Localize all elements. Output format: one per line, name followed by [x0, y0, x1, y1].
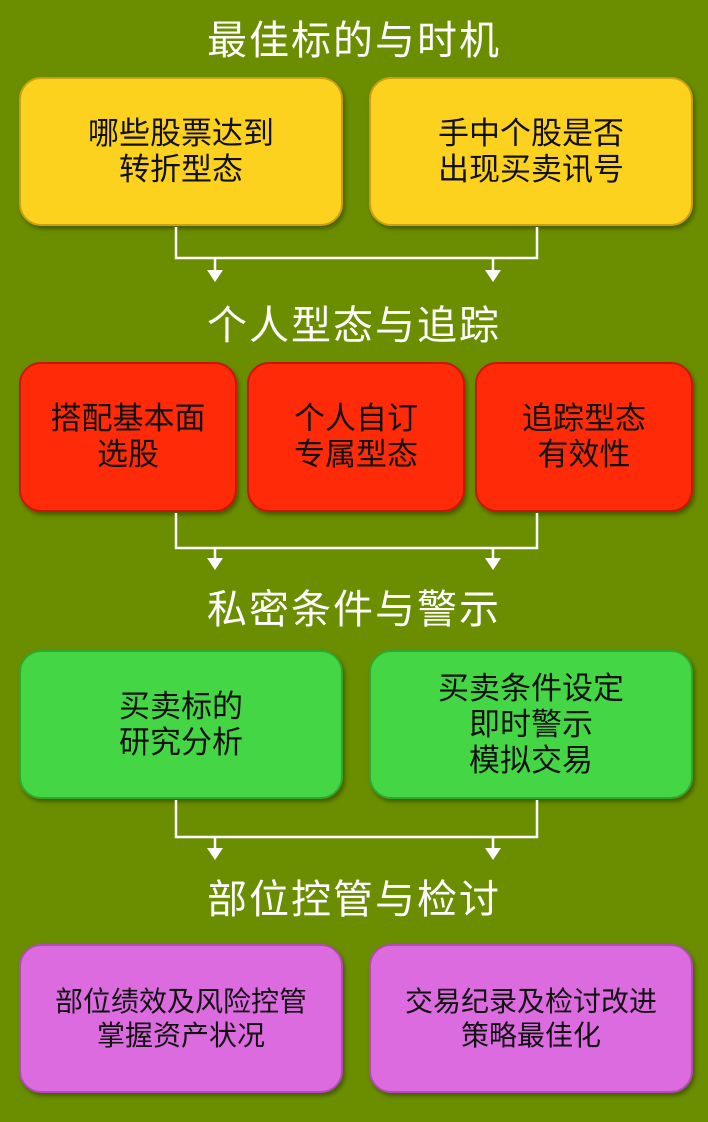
box-target-research: 买卖标的 研究分析 [19, 650, 343, 799]
box-line: 交易纪录及检讨改进 [404, 984, 657, 1018]
box-line: 出现买卖讯号 [438, 151, 624, 188]
connector-3 [174, 800, 539, 839]
box-line: 部位绩效及风险控管 [54, 984, 307, 1018]
box-trade-review: 交易纪录及检讨改进 策略最佳化 [369, 944, 693, 1093]
box-custom-pattern: 个人自订 专属型态 [247, 362, 465, 512]
box-line: 研究分析 [119, 724, 243, 761]
box-line: 掌握资产状况 [96, 1018, 265, 1052]
box-line: 搭配基本面 [50, 401, 206, 437]
box-line: 买卖条件设定 [438, 670, 624, 707]
box-line: 选股 [97, 437, 159, 473]
box-line: 有效性 [537, 437, 631, 473]
box-line: 即时警示 [469, 706, 593, 743]
connector-2 [174, 513, 539, 550]
arrow-head-icon [207, 270, 223, 282]
box-turning-pattern-stocks: 哪些股票达到 转折型态 [19, 77, 343, 226]
box-line: 转折型态 [119, 151, 243, 188]
box-line: 哪些股票达到 [88, 115, 274, 152]
box-line: 模拟交易 [469, 742, 593, 779]
box-line: 策略最佳化 [460, 1018, 601, 1052]
box-buy-sell-signal: 手中个股是否 出现买卖讯号 [369, 77, 693, 226]
box-fundamental-selection: 搭配基本面 选股 [19, 362, 237, 512]
arrow-head-icon [485, 848, 501, 860]
box-line: 追踪型态 [522, 401, 646, 437]
box-line: 买卖标的 [119, 688, 243, 725]
box-position-risk: 部位绩效及风险控管 掌握资产状况 [19, 944, 343, 1093]
box-line: 专属型态 [294, 437, 418, 473]
arrow-head-icon [485, 558, 501, 570]
connector-1 [174, 227, 539, 260]
box-pattern-validity: 追踪型态 有效性 [475, 362, 693, 512]
arrow-head-icon [207, 848, 223, 860]
box-conditions-alerts: 买卖条件设定 即时警示 模拟交易 [369, 650, 693, 799]
arrow-head-icon [485, 270, 501, 282]
section-1-title: 最佳标的与时机 [207, 18, 501, 64]
box-line: 手中个股是否 [438, 115, 624, 152]
section-3-title: 私密条件与警示 [207, 587, 501, 633]
section-4-title: 部位控管与检讨 [207, 877, 501, 923]
section-2-title: 个人型态与追踪 [207, 303, 501, 349]
arrow-head-icon [207, 558, 223, 570]
box-line: 个人自订 [294, 401, 418, 437]
